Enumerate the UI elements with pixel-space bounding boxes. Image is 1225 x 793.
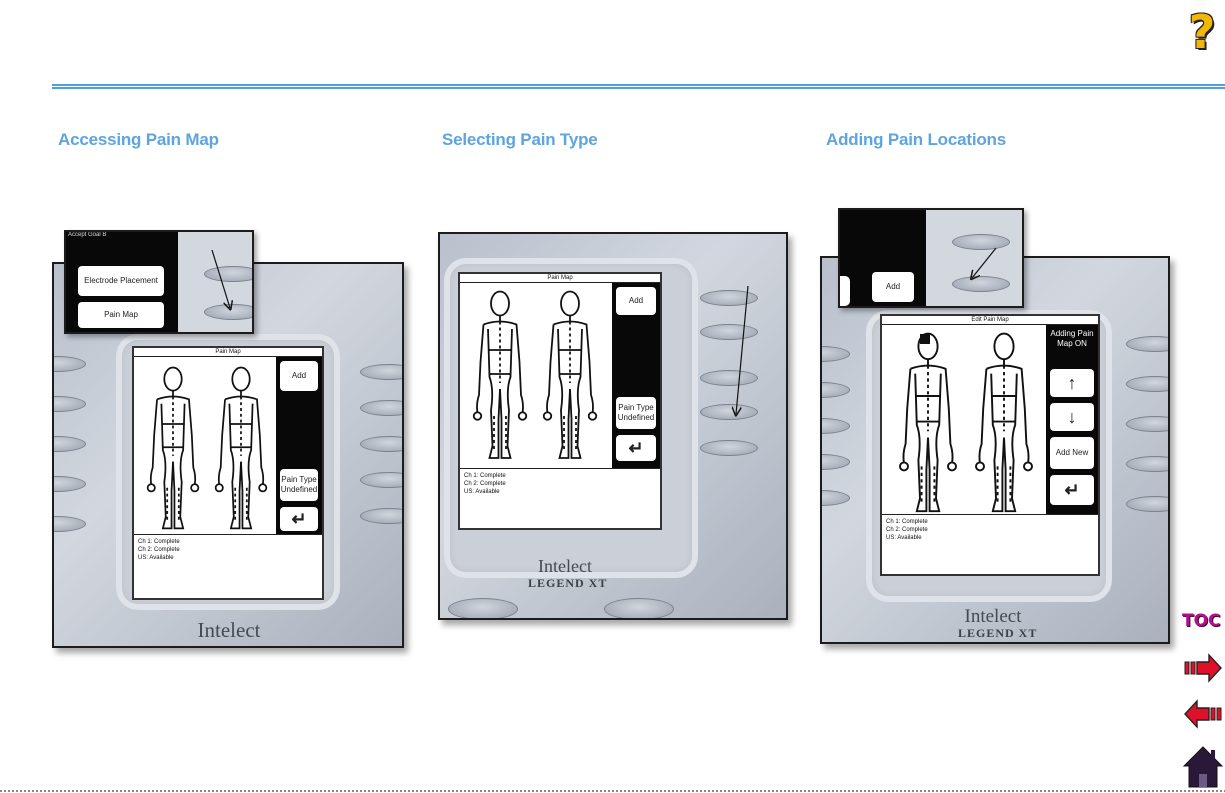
sub-brand-logo: LEGEND XT: [528, 576, 608, 590]
body-diagram: [472, 290, 598, 459]
inset-softkey-0[interactable]: [952, 234, 1010, 250]
electrode-placement-button[interactable]: Electrode Placement: [78, 266, 164, 296]
left-softkey-1[interactable]: [822, 346, 850, 362]
pain-type-button[interactable]: Pain Type Undefined: [616, 397, 656, 429]
left-softkey-1[interactable]: [54, 356, 86, 372]
channel-status: Ch 1: Complete Ch 2: Complete US: Availa…: [882, 514, 1098, 574]
right-softkey-2[interactable]: [700, 324, 758, 340]
inset-softkey-2[interactable]: [204, 304, 252, 320]
bottom-key-left[interactable]: [448, 598, 518, 618]
left-softkey-5[interactable]: [54, 516, 86, 532]
header-divider: [52, 84, 1225, 89]
bottom-key-right[interactable]: [604, 598, 674, 618]
us-status: US: Available: [138, 555, 174, 561]
brand-logo: Intelect: [538, 556, 592, 576]
left-softkey-3[interactable]: [54, 436, 86, 452]
next-page-arrow-icon: [1184, 653, 1222, 683]
right-softkey-3[interactable]: [1126, 416, 1168, 432]
softkey-menu: Adding Pain Map ON ↑ ↓ Add New ↵: [1046, 325, 1098, 515]
inset-softkey-1[interactable]: [952, 276, 1010, 292]
inset-zoom-accessing: Accept Goal B Electrode Placement Pain M…: [64, 230, 254, 334]
left-softkey-4[interactable]: [54, 476, 86, 492]
brand-logo: Intelect: [964, 606, 1022, 627]
enter-icon[interactable]: ↵: [280, 507, 318, 531]
body-diagram: [899, 332, 1033, 513]
channel-1-status: Ch 1: Complete: [886, 519, 928, 525]
left-softkey-5[interactable]: [822, 490, 850, 506]
sub-brand-logo: LEGEND XT: [958, 626, 1038, 640]
footer-divider: [0, 790, 1225, 792]
up-arrow-icon[interactable]: ↑: [1050, 369, 1094, 397]
inset-screen: Add: [840, 210, 926, 306]
previous-page-arrow-icon: [1184, 699, 1222, 729]
right-softkey-1[interactable]: [1126, 336, 1168, 352]
enter-icon[interactable]: ↵: [1050, 475, 1094, 505]
left-softkey-4[interactable]: [822, 454, 850, 470]
right-softkey-4[interactable]: [1126, 456, 1168, 472]
brand-logo: Intelect: [197, 618, 261, 642]
channel-1-status: Ch 1: Complete: [138, 539, 180, 545]
left-softkey-2[interactable]: [54, 396, 86, 412]
add-button[interactable]: Add: [872, 272, 914, 302]
previous-page-button[interactable]: [1183, 698, 1223, 730]
left-softkey-2[interactable]: [822, 382, 850, 398]
right-softkey-3[interactable]: [700, 370, 758, 386]
screen-title: Pain Map: [460, 274, 660, 283]
next-page-button[interactable]: [1183, 652, 1223, 684]
left-softkey-3[interactable]: [822, 418, 850, 434]
device-photo-selecting: Pain Map Add Pain Type Undefined ↵ Ch 1:…: [438, 232, 788, 620]
device-screen: Pain Map Add Pain Type Undefined ↵ Ch 1:…: [458, 272, 662, 530]
inset-title: Accept Goal B: [68, 232, 107, 238]
device-screen: Pain Map Add Pain Type Undefined ↵ Ch 1:…: [132, 346, 324, 600]
right-softkey-5[interactable]: [360, 508, 402, 524]
pain-type-button[interactable]: Pain Type Undefined: [280, 469, 318, 501]
add-button[interactable]: Add: [280, 361, 318, 391]
heading-accessing-pain-map: Accessing Pain Map: [58, 130, 219, 149]
screen-title: Pain Map: [134, 348, 322, 357]
right-softkey-3[interactable]: [360, 436, 402, 452]
home-icon: [1182, 746, 1224, 788]
channel-status: Ch 1: Complete Ch 2: Complete US: Availa…: [460, 468, 660, 528]
right-softkey-4[interactable]: [700, 404, 758, 420]
right-softkey-2[interactable]: [360, 400, 402, 416]
heading-selecting-pain-type: Selecting Pain Type: [442, 130, 598, 149]
screen-title: Edit Pain Map: [882, 316, 1098, 325]
heading-adding-pain-locations: Adding Pain Locations: [826, 130, 1006, 149]
us-status: US: Available: [464, 489, 500, 495]
softkey-menu: Add Pain Type Undefined ↵: [612, 283, 660, 469]
inset-zoom-adding: Add: [838, 208, 1024, 308]
toc-button[interactable]: TOC: [1182, 611, 1221, 631]
device-screen: Edit Pain Map Adding Pain Map ON ↑ ↓ Add…: [880, 314, 1100, 576]
channel-1-status: Ch 1: Complete: [464, 473, 506, 479]
inset-softkey-1[interactable]: [204, 266, 252, 282]
pain-map-button[interactable]: Pain Map: [78, 302, 164, 328]
inset-screen: Accept Goal B Electrode Placement Pain M…: [66, 232, 178, 332]
right-softkey-1[interactable]: [700, 290, 758, 306]
enter-icon[interactable]: ↵: [616, 435, 656, 461]
pain-location-marker: [920, 334, 930, 344]
right-softkey-5[interactable]: [1126, 496, 1168, 512]
softkey-menu: Add Pain Type Undefined ↵: [276, 357, 322, 535]
channel-2-status: Ch 2: Complete: [464, 481, 506, 487]
add-new-button[interactable]: Add New: [1050, 437, 1094, 469]
body-diagram: [146, 366, 268, 530]
right-softkey-1[interactable]: [360, 364, 402, 380]
home-button[interactable]: [1181, 744, 1225, 790]
channel-2-status: Ch 2: Complete: [886, 527, 928, 533]
down-arrow-icon[interactable]: ↓: [1050, 403, 1094, 431]
channel-2-status: Ch 2: Complete: [138, 547, 180, 553]
adding-mode-label: Adding Pain Map ON: [1050, 329, 1094, 348]
add-button[interactable]: Add: [616, 287, 656, 315]
device-photo-adding: Edit Pain Map Adding Pain Map ON ↑ ↓ Add…: [820, 256, 1170, 644]
channel-status: Ch 1: Complete Ch 2: Complete US: Availa…: [134, 534, 322, 598]
us-status: US: Available: [886, 535, 922, 541]
inset-screen-edge: [840, 276, 850, 306]
help-button[interactable]: ?: [1188, 5, 1216, 59]
right-softkey-2[interactable]: [1126, 376, 1168, 392]
right-softkey-5[interactable]: [700, 440, 758, 456]
right-softkey-4[interactable]: [360, 472, 402, 488]
